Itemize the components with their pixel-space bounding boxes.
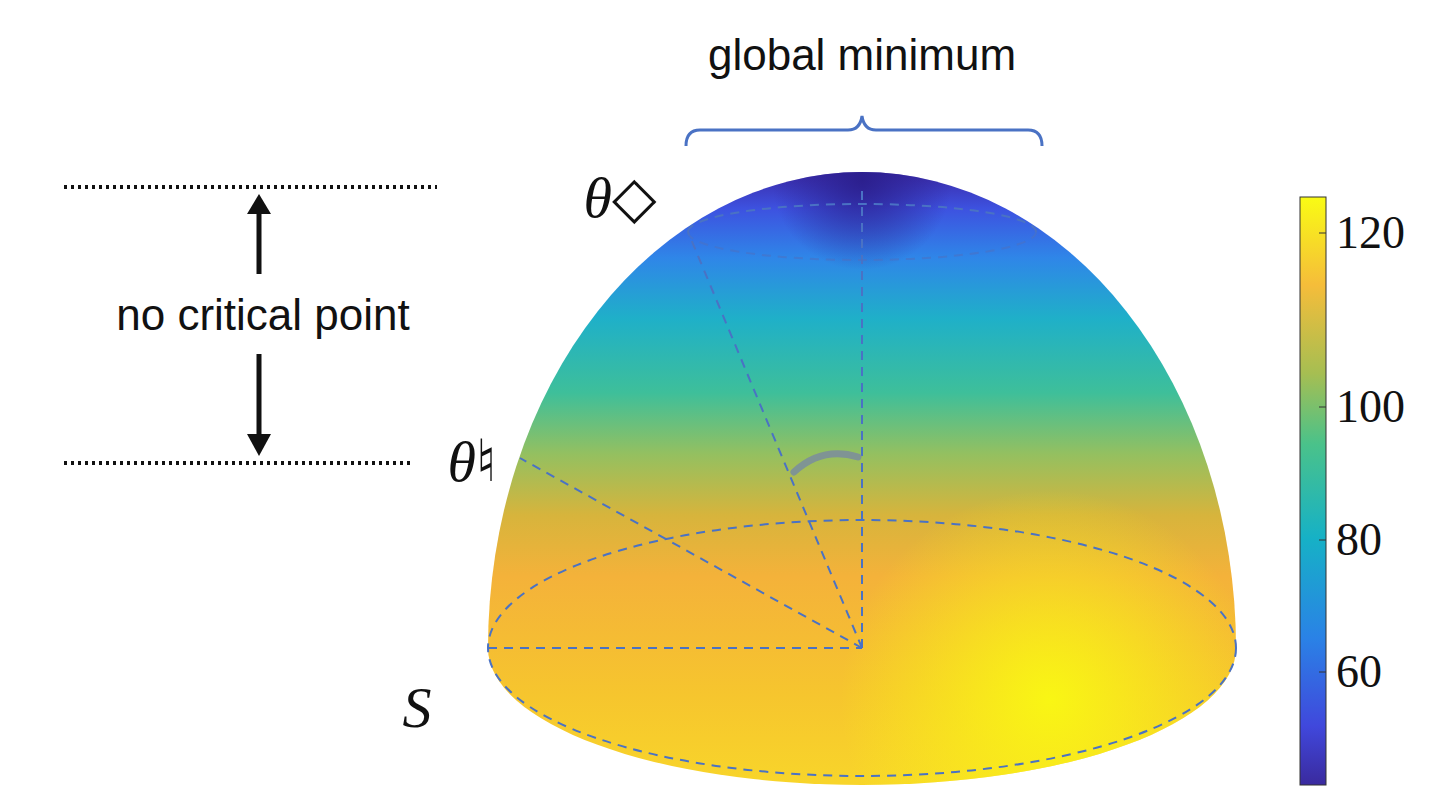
colorbar-tick: 120 [1336, 210, 1405, 256]
set-symbol: S [403, 679, 432, 737]
angle-symbol: θ♮ [447, 433, 496, 491]
colorbar-tick: 80 [1336, 517, 1382, 563]
angle-arc [794, 454, 858, 472]
dome-surface [488, 172, 1236, 785]
colorbar-tick: 60 [1336, 649, 1382, 695]
angle-symbol: θ◇ [583, 169, 656, 227]
construction-lines [488, 186, 1236, 776]
brace [686, 116, 1042, 146]
colorbar [1300, 197, 1326, 785]
colorbar-tick: 100 [1336, 384, 1405, 430]
region-label: no critical point [116, 293, 409, 337]
level-lines [64, 187, 437, 463]
bracket-label: global minimum [708, 33, 1016, 77]
